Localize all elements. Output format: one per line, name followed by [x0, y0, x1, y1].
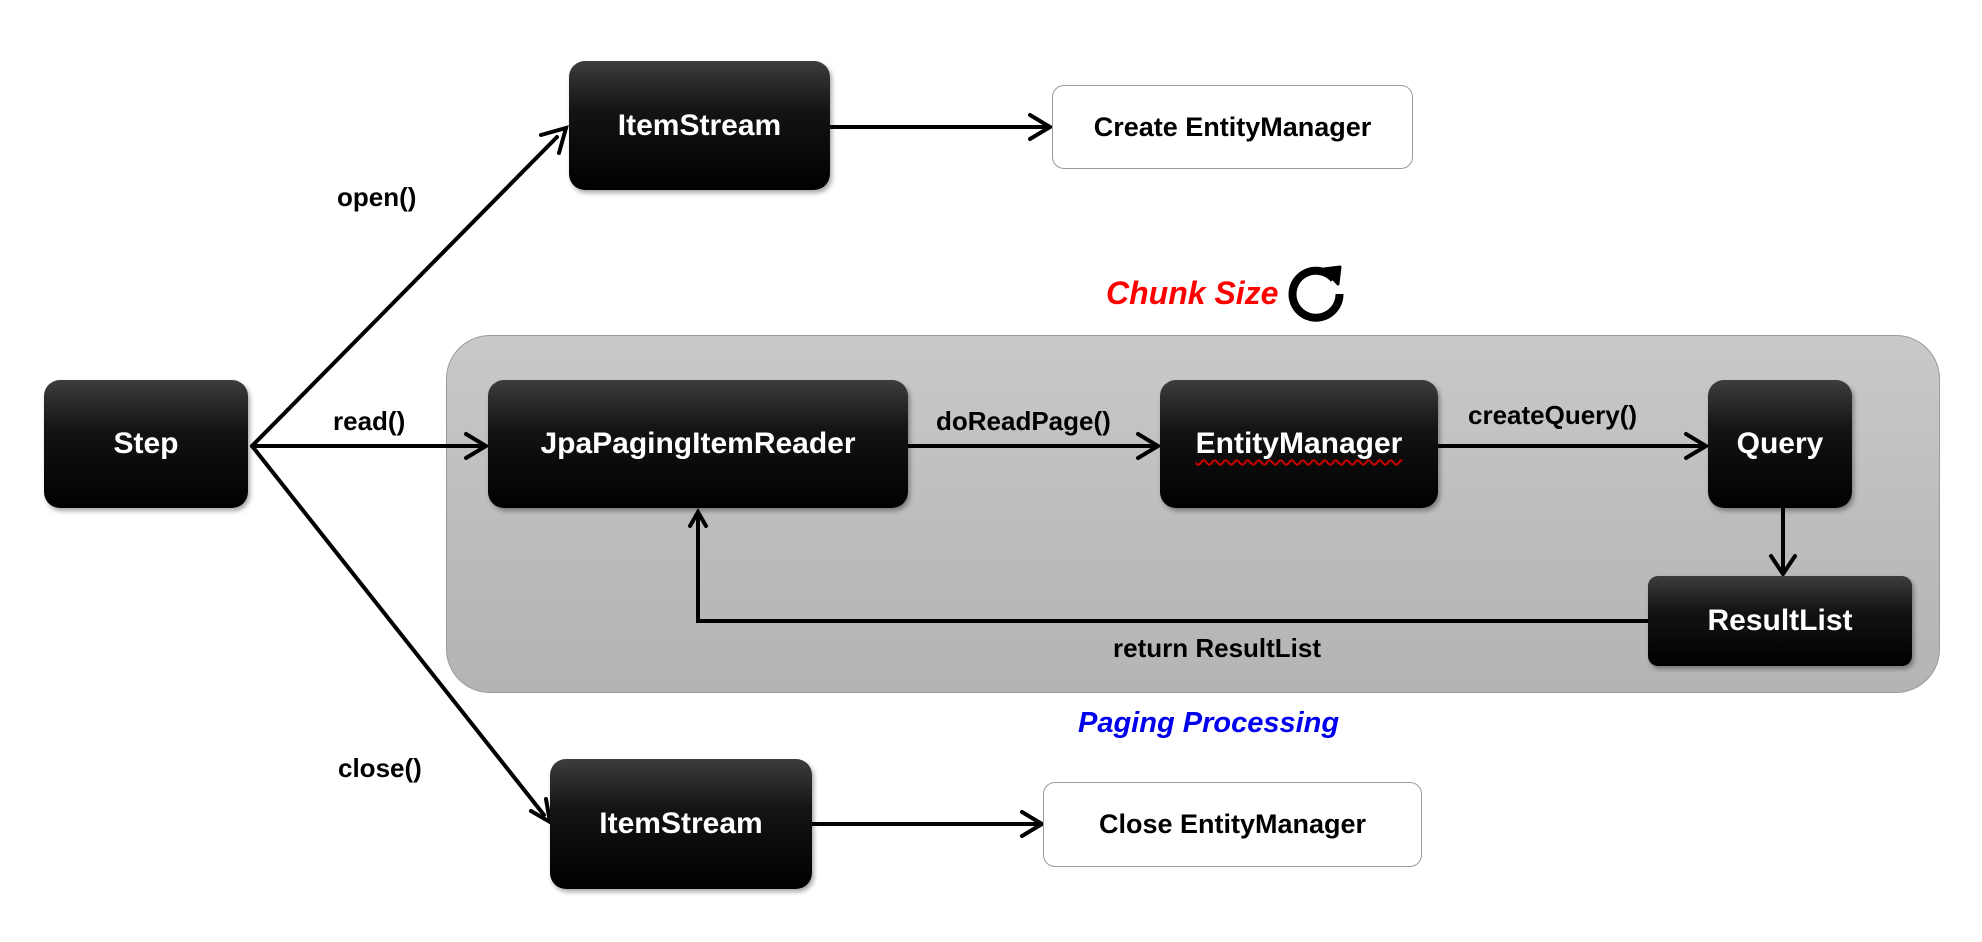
entitymanager-label: EntityManager: [1195, 427, 1403, 460]
edge-read-arrowhead: [464, 432, 490, 460]
edge-do-read-page-arrowhead: [1136, 432, 1162, 460]
close-edge-label: close(): [338, 753, 422, 783]
edge-open-arrowhead: [539, 125, 569, 155]
edge-close: [250, 444, 546, 817]
itemstream-close-node: ItemStream: [550, 759, 812, 889]
close-entitymanager-box: Close EntityManager: [1043, 782, 1422, 867]
edge-close-em-arrowhead: [1020, 810, 1046, 838]
refresh-icon: [1288, 265, 1344, 322]
resultlist-label: ResultList: [1707, 604, 1853, 637]
chunk-size-label: Chunk Size: [1106, 275, 1279, 311]
create-entitymanager-label: Create EntityManager: [1093, 111, 1372, 142]
return-resultlist-edge-label: return ResultList: [1113, 633, 1322, 663]
step-node-label: Step: [113, 427, 179, 460]
close-entitymanager-label: Close EntityManager: [1098, 809, 1367, 839]
edge-create-query-arrowhead: [1684, 432, 1710, 460]
do-read-page-edge-label: doReadPage(): [936, 406, 1111, 436]
create-query-edge-label: createQuery(): [1468, 400, 1638, 430]
itemstream-open-label: ItemStream: [617, 108, 782, 142]
itemstream-close-label: ItemStream: [599, 807, 763, 840]
edge-return-result: [696, 514, 1650, 623]
open-edge-label: open(): [337, 182, 417, 212]
paging-processing-label: Paging Processing: [1078, 707, 1340, 739]
itemstream-open-node: ItemStream: [569, 61, 830, 190]
edge-return-result-arrowhead: [688, 507, 708, 528]
query-label: Query: [1736, 427, 1824, 460]
create-entitymanager-box: Create EntityManager: [1052, 85, 1413, 169]
resultlist-node: ResultList: [1648, 576, 1912, 666]
edge-open: [250, 135, 559, 448]
read-edge-label: read(): [333, 406, 406, 436]
edge-create-em-arrowhead: [1028, 113, 1054, 141]
jpa-paging-item-reader-label: JpaPagingItemReader: [540, 427, 856, 460]
entitymanager-node: EntityManager: [1160, 380, 1438, 508]
edge-query-result-arrowhead: [1769, 554, 1797, 578]
step-node: Step: [44, 380, 248, 508]
jpa-paging-item-reader-node: JpaPagingItemReader: [488, 380, 908, 508]
query-node: Query: [1708, 380, 1852, 508]
